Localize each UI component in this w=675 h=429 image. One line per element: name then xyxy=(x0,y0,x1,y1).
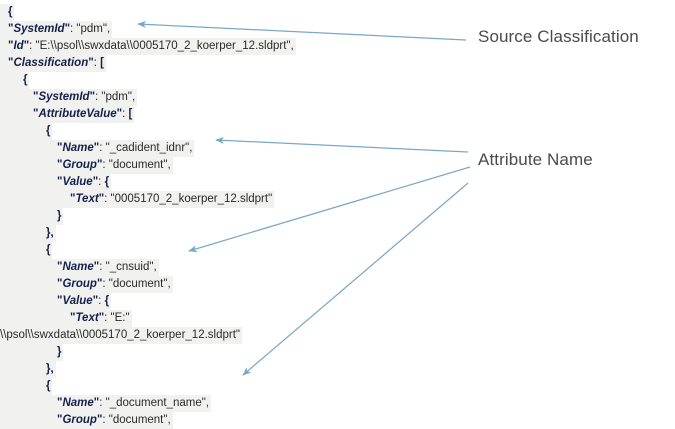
code-line: { xyxy=(0,123,53,140)
code-line: "Text": "0005170_2_koerper_12.sldprt" xyxy=(0,191,275,208)
annotation-label-attribute-name: Attribute Name xyxy=(478,150,593,169)
code-line: "Value": { xyxy=(0,293,112,310)
code-line: "AttributeValue": [ xyxy=(0,106,135,123)
code-line: { xyxy=(0,4,15,21)
code-line: } xyxy=(0,208,64,225)
code-line: "Classification": [ xyxy=(0,55,106,72)
code-line: } xyxy=(0,344,64,361)
code-line: }, xyxy=(0,361,56,378)
code-line: }, xyxy=(0,225,56,242)
annotation-label-source-classification: Source Classification xyxy=(478,27,639,46)
code-line: "Name": "_document_name", xyxy=(0,395,212,412)
code-line: "Group": "document", xyxy=(0,157,173,174)
code-line: "SystemId": "pdm", xyxy=(0,89,138,106)
code-line: "Text": "E:" xyxy=(0,310,132,327)
code-line: "SystemId": "pdm", xyxy=(0,21,113,38)
code-line: "Value": { xyxy=(0,174,112,191)
code-line: \\psol\\swxdata\\0005170_2_koerper_12.sl… xyxy=(0,327,242,344)
code-line: "Name": "_cadident_idnr", xyxy=(0,140,195,157)
code-line: { xyxy=(0,242,53,259)
code-line: "Name": "_cnsuid", xyxy=(0,259,159,276)
code-line: { xyxy=(0,378,53,395)
code-line: { xyxy=(0,72,30,89)
code-line: "Id": "E:\\psol\\swxdata\\0005170_2_koer… xyxy=(0,38,296,55)
json-code-block: {"SystemId": "pdm","Id": "E:\\psol\\swxd… xyxy=(0,0,300,429)
code-line: "Group": "document", xyxy=(0,412,173,429)
code-line: "Group": "document", xyxy=(0,276,173,293)
